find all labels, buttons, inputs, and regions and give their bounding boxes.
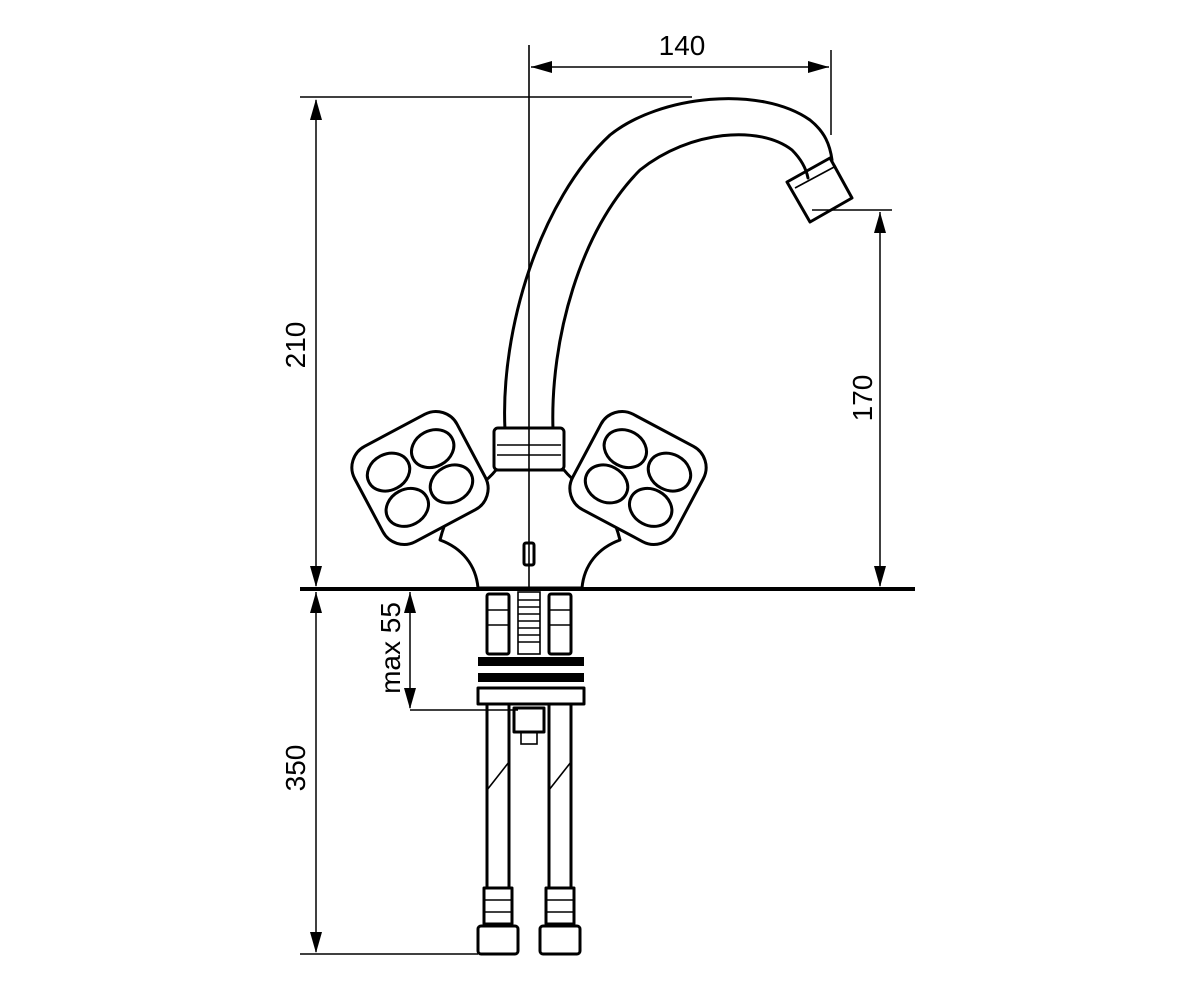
outlet-height-label: 170: [847, 375, 878, 422]
dimension-hose-length: 350: [280, 592, 478, 955]
dimension-outlet-height: 170: [812, 209, 892, 587]
mounting-assembly: [476, 591, 586, 745]
dimension-max-thickness: max 55: [375, 592, 518, 711]
flex-hoses: [476, 702, 582, 956]
total-height-label: 210: [280, 322, 311, 369]
hose-length-label: 350: [280, 745, 311, 792]
right-handle: [568, 410, 708, 546]
reach-label: 140: [659, 30, 706, 61]
left-handle: [350, 410, 490, 546]
spout: [503, 97, 854, 432]
dimension-reach: 140: [531, 30, 832, 135]
dimension-total-height: 210: [280, 96, 692, 587]
max-thickness-label: max 55: [375, 602, 406, 694]
